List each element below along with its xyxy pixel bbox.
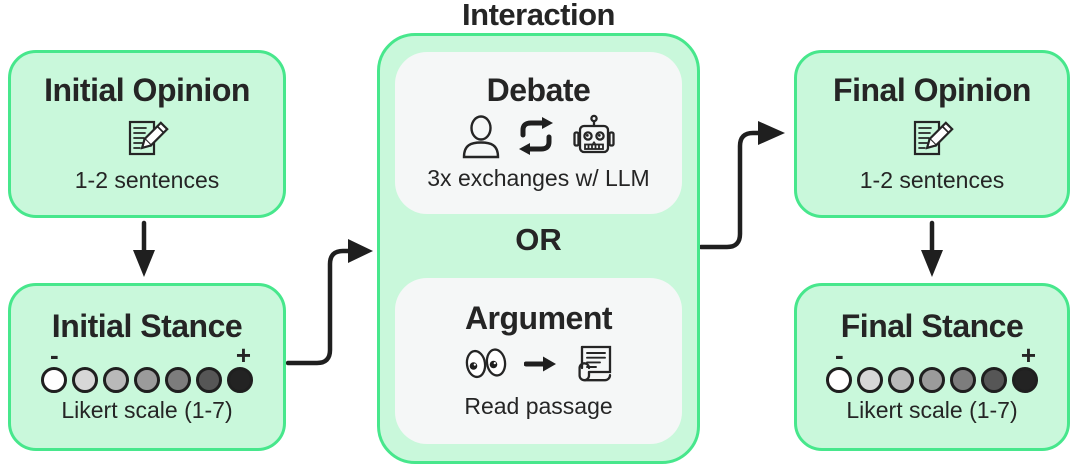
memo-pencil-icon bbox=[910, 114, 954, 160]
interaction-label: Interaction bbox=[462, 0, 615, 32]
likert-scale: - + bbox=[826, 342, 1038, 394]
likert-dot bbox=[888, 367, 914, 394]
interaction-box: Debate bbox=[377, 33, 700, 464]
robot-icon bbox=[571, 113, 617, 159]
final-opinion-box: Final Opinion 1-2 sentences bbox=[794, 50, 1070, 218]
arrow-initial-opinion-to-initial-stance bbox=[133, 220, 155, 277]
likert-dot bbox=[857, 367, 883, 394]
initial-opinion-subtext: 1-2 sentences bbox=[74, 167, 220, 194]
initial-opinion-box: Initial Opinion 1-2 sentences bbox=[8, 50, 286, 218]
likert-plus-label: + bbox=[1020, 340, 1036, 371]
likert-dot bbox=[1012, 367, 1038, 394]
argument-icon-row bbox=[464, 340, 614, 388]
likert-minus-label: - bbox=[50, 340, 59, 371]
final-opinion-title: Final Opinion bbox=[833, 71, 1031, 108]
arrow-initial-stance-to-interaction bbox=[285, 239, 373, 366]
likert-dots bbox=[826, 367, 1038, 394]
eyes-icon bbox=[464, 347, 510, 381]
likert-dots bbox=[41, 367, 253, 394]
likert-dot bbox=[134, 367, 160, 394]
final-stance-title: Final Stance bbox=[840, 307, 1024, 344]
initial-stance-subtext: Likert scale (1-7) bbox=[61, 397, 233, 424]
likert-dot bbox=[950, 367, 976, 394]
argument-box: Argument bbox=[395, 278, 682, 444]
likert-dot bbox=[196, 367, 222, 394]
argument-title: Argument bbox=[464, 299, 613, 336]
likert-dot bbox=[103, 367, 129, 394]
initial-opinion-title: Initial Opinion bbox=[44, 71, 250, 108]
final-stance-box: Final Stance - + Likert scale (1-7) bbox=[794, 283, 1070, 451]
likert-dot bbox=[72, 367, 98, 394]
likert-dot bbox=[227, 367, 253, 394]
debate-box: Debate bbox=[395, 52, 682, 214]
likert-dot bbox=[981, 367, 1007, 394]
memo-pencil-icon bbox=[125, 114, 169, 160]
likert-dot bbox=[919, 367, 945, 394]
likert-dot bbox=[165, 367, 191, 394]
final-stance-subtext: Likert scale (1-7) bbox=[846, 397, 1018, 424]
or-label: OR bbox=[515, 222, 562, 257]
initial-stance-box: Initial Stance - + Likert scale (1-7) bbox=[8, 283, 286, 451]
arrow-interaction-to-final-opinion bbox=[698, 121, 785, 250]
debate-icon-row bbox=[461, 112, 617, 160]
debate-title: Debate bbox=[486, 71, 591, 108]
likert-dot bbox=[826, 367, 852, 394]
argument-subtext: Read passage bbox=[464, 393, 613, 420]
debate-subtext: 3x exchanges w/ LLM bbox=[427, 165, 650, 192]
likert-scale: - + bbox=[41, 342, 253, 394]
initial-stance-title: Initial Stance bbox=[51, 307, 243, 344]
person-icon bbox=[461, 113, 501, 159]
final-opinion-subtext: 1-2 sentences bbox=[859, 167, 1005, 194]
arrow-final-opinion-to-final-stance bbox=[921, 220, 943, 277]
likert-dot bbox=[41, 367, 67, 394]
right-arrow-icon bbox=[523, 349, 558, 379]
likert-minus-label: - bbox=[835, 340, 844, 371]
scroll-icon bbox=[572, 343, 614, 385]
swap-icon bbox=[515, 117, 557, 156]
likert-plus-label: + bbox=[235, 340, 251, 371]
